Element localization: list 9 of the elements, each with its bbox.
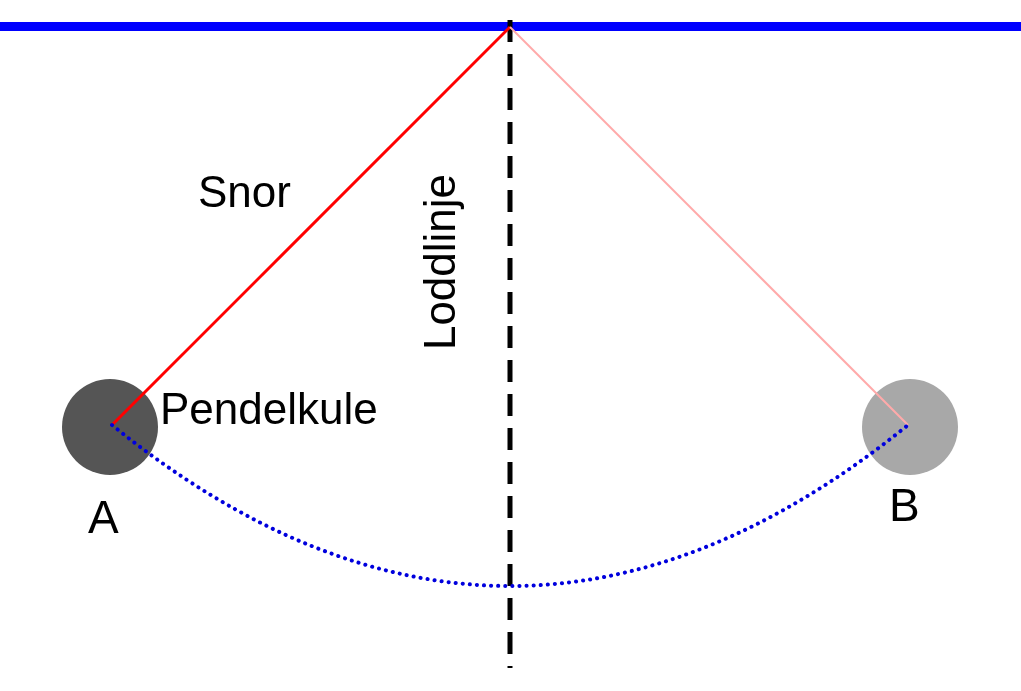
edge-label: Snor [198,170,291,214]
pendulum-string [110,25,512,427]
vertical-label: Loddlinje [418,173,463,351]
ceiling-bar [0,22,1021,31]
swing-path [110,423,910,588]
point-label: B [889,482,920,528]
part-label: Pendelkule [160,387,378,431]
point-label: A [88,494,119,540]
pendulum-string [509,26,909,426]
